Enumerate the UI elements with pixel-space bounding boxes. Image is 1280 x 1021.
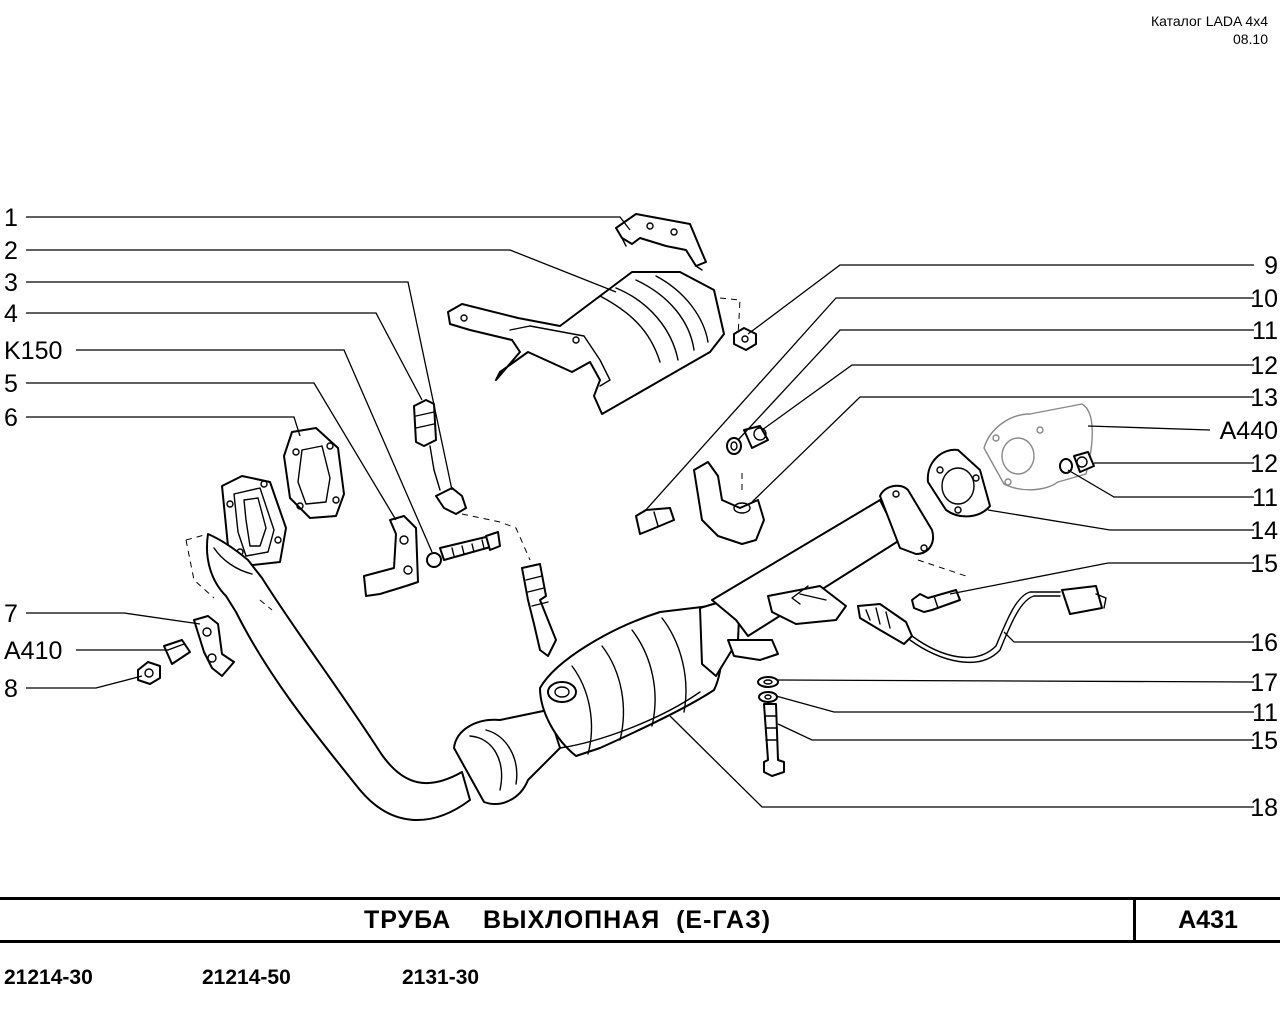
part-1-bracket [615, 213, 707, 271]
part-13-bracket [693, 461, 765, 545]
leader-lines [26, 216, 1255, 808]
part-7-pipe-bracket [193, 615, 235, 677]
part-9-nut [733, 327, 757, 351]
catalog-name: Каталог LADA 4x4 [1150, 13, 1268, 29]
part-a440-rear-pipe-flange [983, 403, 1093, 491]
catalog-header: Каталог LADA 4x4 08.10 [1151, 12, 1268, 48]
title-divider [1133, 900, 1136, 940]
front-exhaust-pipe [185, 475, 471, 821]
part-15-bolt-lower [763, 703, 785, 777]
part-11-washer [726, 437, 742, 455]
part-12-spacer-rear [1073, 451, 1095, 473]
callout-4: 4 [4, 300, 18, 328]
callout-5: 5 [4, 370, 18, 398]
callout-a440: A440 [1220, 417, 1278, 445]
callout-10: 10 [1250, 285, 1278, 313]
callout-8: 8 [4, 675, 18, 703]
callout-11-lower: 11 [1252, 699, 1278, 727]
callout-16: 16 [1250, 629, 1278, 657]
model-code: 2131-30 [402, 966, 480, 989]
upstream-oxygen-sensor [521, 563, 557, 657]
callout-17: 17 [1250, 669, 1278, 697]
callout-9: 9 [1264, 252, 1278, 280]
model-list: 21214-30 21214-50 2131-30 [0, 966, 1280, 1000]
part-16-downstream-oxygen-sensor [857, 585, 1107, 663]
part-k150-washer [426, 552, 442, 568]
catalog-date: 08.10 [1232, 31, 1268, 47]
part-17-washer [757, 676, 779, 688]
callout-3: 3 [4, 269, 18, 297]
page-code: A431 [1178, 906, 1238, 934]
model-code: 21214-30 [4, 966, 93, 989]
part-a410-bolt [163, 639, 191, 665]
part-6-gasket [283, 427, 345, 519]
exhaust-pipe-diagram: 1 2 3 4 K150 5 6 7 A410 8 9 10 11 12 13 … [4, 204, 1278, 822]
callout-k150: K150 [4, 337, 62, 365]
callout-7: 7 [4, 600, 18, 628]
callout-6: 6 [4, 404, 18, 432]
model-code: 21214-50 [202, 966, 291, 989]
part-8-nut [137, 661, 161, 685]
part-11-washer-lower [758, 691, 778, 703]
part-18-catalytic-converter [453, 484, 967, 805]
callout-14: 14 [1250, 517, 1278, 545]
part-12-spacer [743, 425, 769, 449]
callout-12-rear: 12 [1250, 450, 1278, 478]
callout-18: 18 [1250, 794, 1278, 822]
part-10-bolt [635, 507, 675, 535]
callout-2: 2 [4, 237, 18, 265]
title-bar: ТРУБА ВЫХЛОПНАЯ (Е-ГАЗ) A431 [0, 897, 1280, 943]
callout-13: 13 [1250, 384, 1278, 412]
part-4-sensor-clip [413, 399, 441, 491]
callout-12: 12 [1250, 352, 1278, 380]
part-2-heat-shield [447, 271, 741, 415]
callout-15: 15 [1250, 550, 1278, 578]
callout-15-lower: 15 [1250, 727, 1278, 755]
callouts-left: 1 2 3 4 K150 5 6 7 A410 8 [4, 204, 62, 703]
callout-a410: A410 [4, 637, 62, 665]
callout-11: 11 [1252, 317, 1278, 345]
callout-1: 1 [4, 204, 18, 232]
page-title: ТРУБА ВЫХЛОПНАЯ (Е-ГАЗ) [363, 906, 772, 934]
callout-11-rear: 11 [1252, 484, 1278, 512]
part-14-gasket [926, 448, 991, 518]
part-11-washer-rear [1059, 458, 1073, 474]
part-15-bolt [911, 589, 961, 613]
callouts-right: 9 10 11 12 13 A440 12 11 14 15 16 17 11 … [1220, 252, 1278, 822]
part-5-bracket [363, 515, 419, 597]
part-k150-stud [439, 531, 501, 561]
